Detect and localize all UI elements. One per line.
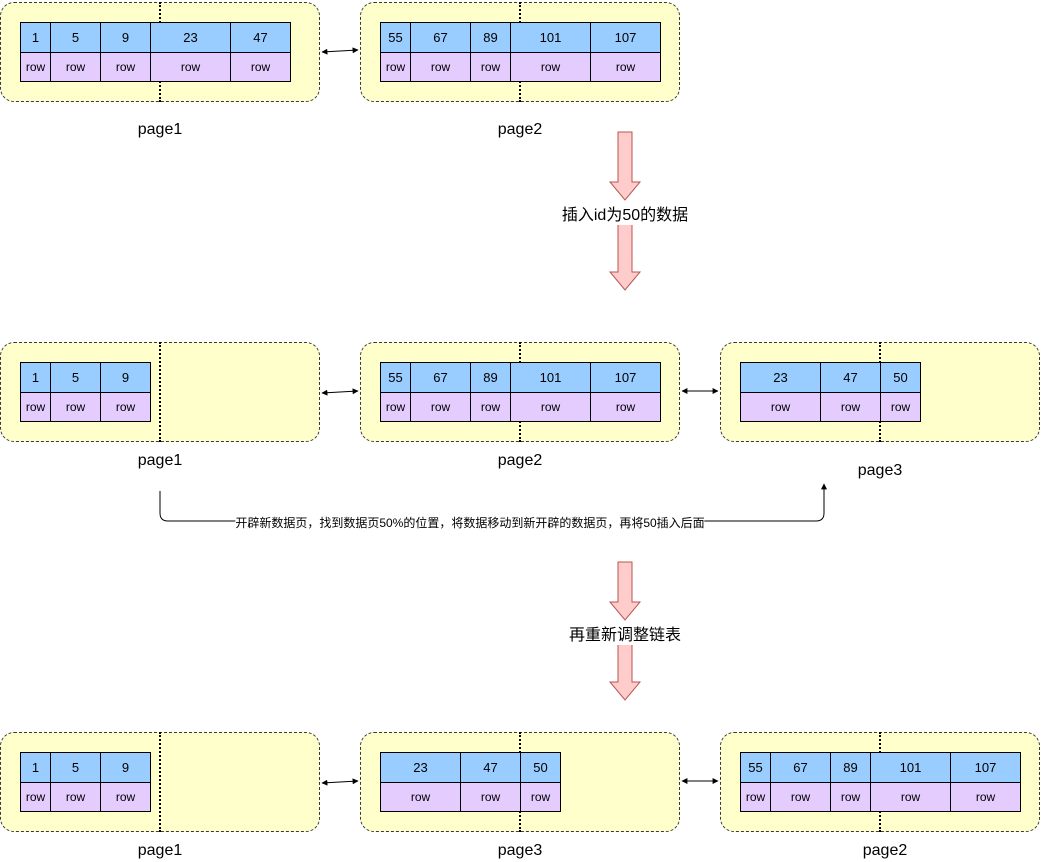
key-cell: 9: [100, 752, 151, 783]
record-table: 1 5 9 row row row: [20, 752, 151, 812]
key-cell: 101: [510, 22, 591, 53]
split-note: 开辟新数据页，找到数据页50%的位置，将数据移动到新开辟的数据页，再将50插入后…: [235, 514, 705, 531]
row-cell: row: [740, 392, 821, 422]
row-cell: row: [50, 392, 101, 422]
flow-arrows: [608, 131, 642, 701]
key-cell: 67: [410, 362, 471, 393]
row-cell: row: [230, 52, 291, 82]
flow-arrow-1b: [608, 221, 642, 291]
key-cell: 67: [410, 22, 471, 53]
row-cell: row: [100, 392, 151, 422]
key-cell: 9: [100, 362, 151, 393]
key-cell: 89: [470, 22, 511, 53]
page-label: page1: [137, 121, 183, 138]
key-cell: 5: [50, 22, 101, 53]
page-label: page2: [497, 121, 543, 138]
row-cell: row: [100, 782, 151, 812]
row-cell: row: [380, 52, 411, 82]
row-cell: row: [410, 392, 471, 422]
row-cell: row: [870, 782, 951, 812]
row-cell: row: [20, 392, 51, 422]
key-cell: 47: [820, 362, 881, 393]
step-label-relink: 再重新调整链表: [568, 621, 682, 645]
link-r2-page1-page2: [321, 388, 359, 396]
key-cell: 47: [230, 22, 291, 53]
record-table: 55 67 89 101 107 row row row row row: [380, 22, 661, 82]
page-label: page3: [497, 842, 543, 859]
key-cell: 107: [590, 362, 661, 393]
record-table: 23 47 50 row row row: [740, 362, 921, 422]
link-r3-page1-page3: [321, 778, 359, 786]
flow-arrow-1a: [608, 131, 642, 201]
record-table: 1 5 9 23 47 row row row row row: [20, 22, 291, 82]
row-cell: row: [950, 782, 1021, 812]
row-cell: row: [50, 782, 101, 812]
row-cell: row: [380, 782, 461, 812]
key-cell: 5: [50, 362, 101, 393]
key-cell: 47: [460, 752, 521, 783]
row-cell: row: [100, 52, 151, 82]
row-cell: row: [410, 52, 471, 82]
row-cell: row: [380, 392, 411, 422]
key-cell: 55: [740, 752, 771, 783]
key-cell: 23: [380, 752, 461, 783]
row-cell: row: [880, 392, 921, 422]
link-r1-page1-page2: [321, 47, 359, 55]
key-cell: 23: [740, 362, 821, 393]
flow-arrow-2b: [608, 641, 642, 701]
key-cell: 1: [20, 752, 51, 783]
page-midline: [159, 732, 161, 832]
page-label: page2: [862, 842, 908, 859]
row-cell: row: [20, 782, 51, 812]
row-cell: row: [520, 782, 561, 812]
key-cell: 50: [880, 362, 921, 393]
key-cell: 5: [50, 752, 101, 783]
row-cell: row: [740, 782, 771, 812]
row-cell: row: [470, 52, 511, 82]
row-cell: row: [770, 782, 831, 812]
page-label: page1: [137, 452, 183, 469]
record-table: 1 5 9 row row row: [20, 362, 151, 422]
record-table: 55 67 89 101 107 row row row row row: [740, 752, 1021, 812]
key-cell: 101: [510, 362, 591, 393]
key-cell: 67: [770, 752, 831, 783]
record-table: 55 67 89 101 107 row row row row row: [380, 362, 661, 422]
record-table: 23 47 50 row row row: [380, 752, 561, 812]
row-cell: row: [830, 782, 871, 812]
row-cell: row: [510, 52, 591, 82]
step-label-insert: 插入id为50的数据: [561, 201, 689, 225]
key-cell: 50: [520, 752, 561, 783]
key-cell: 101: [870, 752, 951, 783]
row-cell: row: [590, 392, 661, 422]
flow-arrow-2a: [608, 561, 642, 621]
key-cell: 55: [380, 362, 411, 393]
page-midline: [159, 342, 161, 442]
page-label: page1: [137, 842, 183, 859]
page-label: page3: [857, 462, 903, 479]
key-cell: 107: [590, 22, 661, 53]
key-cell: 107: [950, 752, 1021, 783]
row-cell: row: [460, 782, 521, 812]
row-cell: row: [590, 52, 661, 82]
key-cell: 55: [380, 22, 411, 53]
key-cell: 23: [150, 22, 231, 53]
key-cell: 1: [20, 362, 51, 393]
page-links: [321, 47, 719, 786]
key-cell: 9: [100, 22, 151, 53]
row-cell: row: [510, 392, 591, 422]
row-cell: row: [50, 52, 101, 82]
key-cell: 1: [20, 22, 51, 53]
key-cell: 89: [470, 362, 511, 393]
row-cell: row: [470, 392, 511, 422]
page-label: page2: [497, 452, 543, 469]
row-cell: row: [20, 52, 51, 82]
row-cell: row: [820, 392, 881, 422]
key-cell: 89: [830, 752, 871, 783]
row-cell: row: [150, 52, 231, 82]
